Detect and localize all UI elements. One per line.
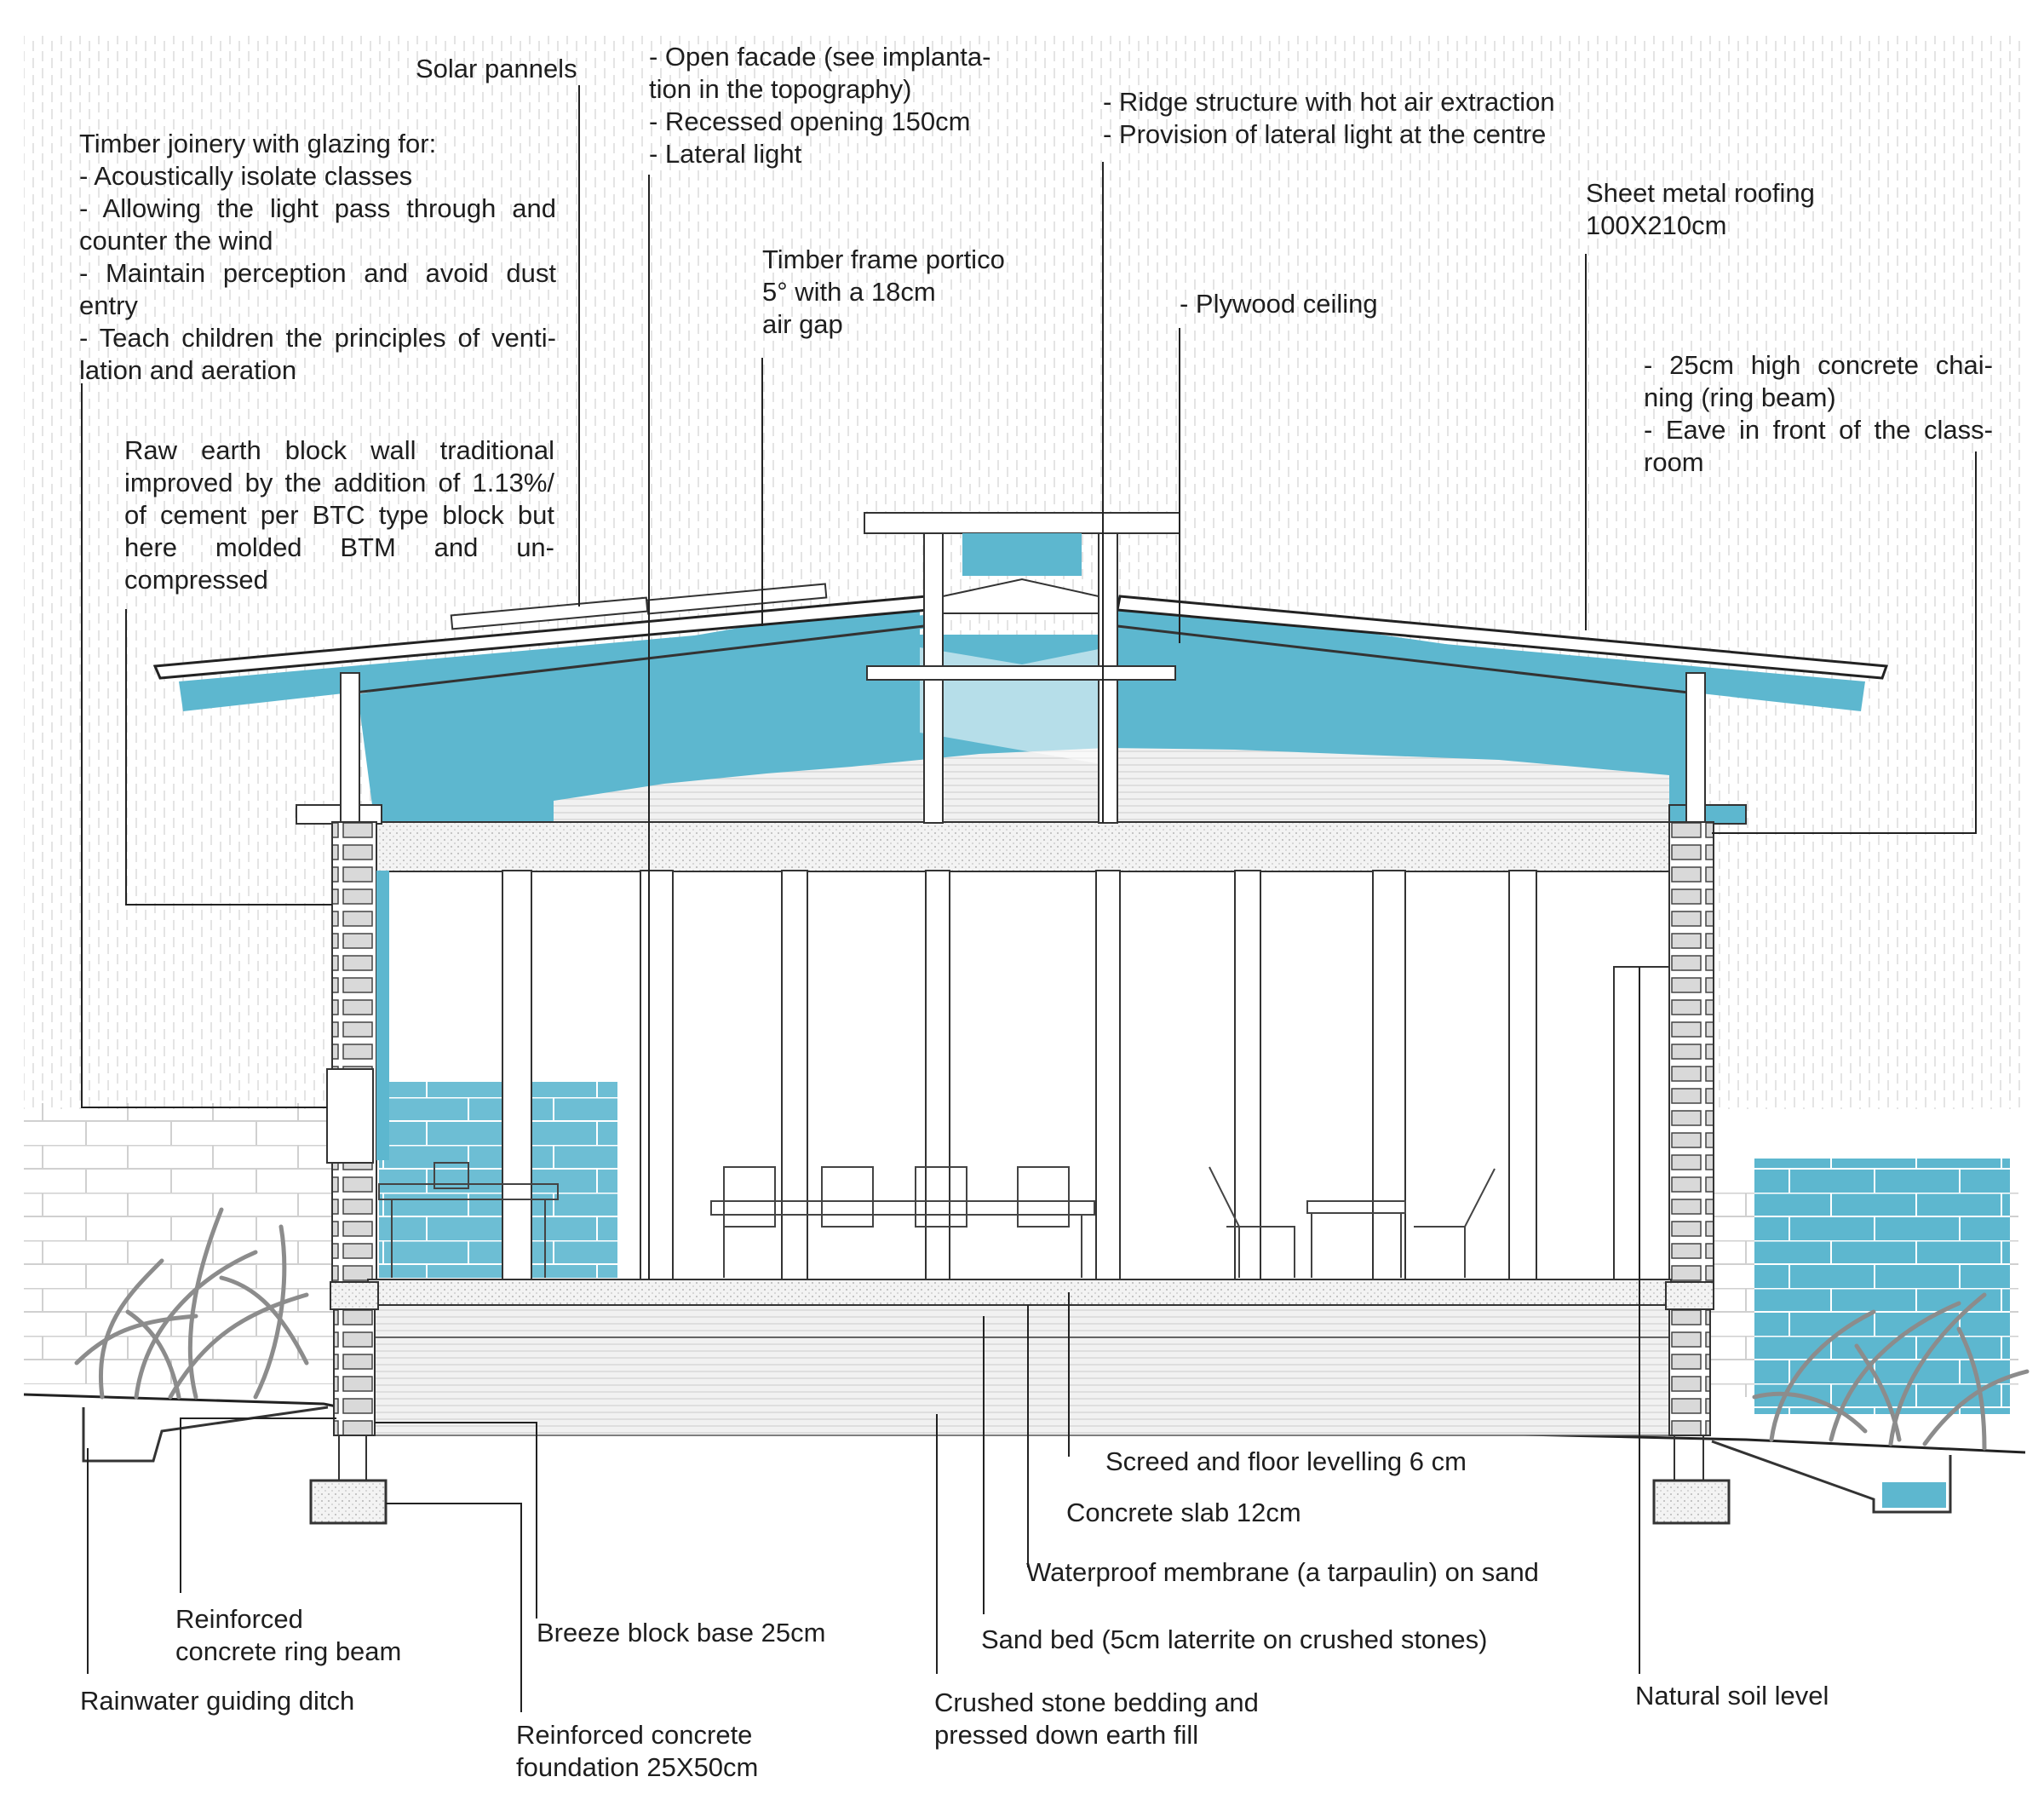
rainwater-ditch-left bbox=[82, 1406, 329, 1463]
roof-right-soffit bbox=[1120, 615, 1865, 711]
label-natural-soil: Natural soil level bbox=[1635, 1681, 1829, 1711]
planting-right bbox=[1752, 1292, 2030, 1451]
screed-layer bbox=[367, 1279, 1672, 1306]
label-waterproof-membrane: Waterproof membrane (a tarpaulin) on san… bbox=[1026, 1557, 1539, 1587]
ring-beam-left bbox=[330, 1281, 379, 1310]
interior-glazing-tint bbox=[379, 1082, 617, 1278]
leader-lines bbox=[81, 85, 1977, 1712]
label-ridge-structure: - Ridge structure with hot air extractio… bbox=[1103, 87, 1555, 149]
label-timber-joinery: Timber joinery with glazing for: - Acous… bbox=[79, 129, 556, 385]
ditch-water-right bbox=[1882, 1482, 1946, 1508]
ridge-cap bbox=[864, 512, 1180, 534]
label-concrete-slab: Concrete slab 12cm bbox=[1066, 1498, 1301, 1527]
wall-post-right bbox=[1685, 672, 1706, 823]
label-raw-earth-wall: Raw earth block wall traditional improve… bbox=[124, 435, 554, 595]
cabinet-right bbox=[1613, 966, 1670, 1283]
rainwater-ditch-right bbox=[1711, 1440, 1952, 1514]
label-plywood-ceiling: - Plywood ceiling bbox=[1180, 289, 1378, 319]
leader-rc-foundation bbox=[386, 1503, 522, 1712]
label-screed: Screed and floor levelling 6 cm bbox=[1105, 1446, 1467, 1476]
label-sand-bed: Sand bed (5cm laterrite on crushed stone… bbox=[981, 1624, 1488, 1654]
door-left bbox=[326, 1068, 374, 1164]
label-rc-foundation: Reinforced concrete foundation 25X50cm bbox=[516, 1720, 759, 1782]
concrete-slab-layer bbox=[367, 1304, 1672, 1338]
ceiling-band bbox=[365, 821, 1679, 872]
earth-block-wall-right bbox=[1668, 821, 1714, 1283]
leader-timber-joinery bbox=[81, 383, 327, 1108]
crushed-stone-fill bbox=[367, 1337, 1672, 1436]
portico-rafter-right bbox=[1117, 624, 1704, 696]
label-open-facade: - Open facade (see implanta- tion in the… bbox=[649, 42, 991, 169]
label-rainwater-ditch: Rainwater guiding ditch bbox=[80, 1686, 355, 1716]
classroom-furniture bbox=[378, 1162, 1496, 1278]
solar-panel-2 bbox=[646, 583, 828, 615]
label-sheet-metal-roofing: Sheet metal roofing 100X210cm bbox=[1586, 178, 1815, 240]
portico-rafter-left bbox=[340, 624, 925, 696]
glazing-posts bbox=[502, 870, 1537, 1280]
wall-post-left bbox=[340, 672, 360, 823]
left-wall-inner-blue bbox=[376, 871, 389, 1160]
ridge-crossbar-blue bbox=[962, 533, 1082, 576]
foundation-right bbox=[1652, 1479, 1731, 1525]
blue-brick-wall-right bbox=[1754, 1159, 2010, 1414]
label-solar-panels: Solar pannels bbox=[416, 54, 577, 83]
leader-rc-ring-beam bbox=[180, 1417, 336, 1593]
foundation-left bbox=[309, 1479, 388, 1525]
ridge-crossbar-upper bbox=[866, 665, 1176, 681]
leader-breeze-block bbox=[375, 1422, 537, 1619]
eave-left bbox=[296, 804, 382, 825]
eave-right bbox=[1668, 804, 1747, 825]
leader-chaining bbox=[1712, 451, 1977, 834]
planting-left bbox=[74, 1207, 309, 1400]
label-crushed-stone: Crushed stone bedding and pressed down e… bbox=[934, 1688, 1259, 1750]
label-concrete-chaining: - 25cm high concrete chai-ning (ring bea… bbox=[1644, 350, 1993, 477]
ring-beam-right bbox=[1665, 1281, 1714, 1310]
leader-raw-earth-wall bbox=[125, 609, 332, 906]
label-timber-portico: Timber frame portico 5° with a 18cm air … bbox=[762, 244, 1005, 339]
ridge-gable bbox=[942, 578, 1100, 614]
label-breeze-block: Breeze block base 25cm bbox=[537, 1618, 826, 1647]
earth-block-wall-left bbox=[331, 821, 377, 1283]
roof-left-soffit bbox=[179, 615, 924, 711]
label-rc-ring-beam: Reinforced concrete ring beam bbox=[175, 1604, 402, 1666]
